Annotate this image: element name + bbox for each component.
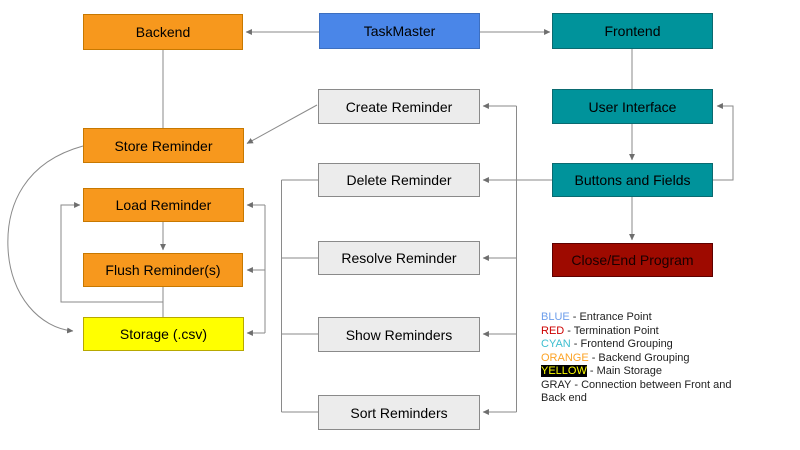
legend-term: BLUE — [541, 311, 570, 323]
node-label: Buttons and Fields — [574, 172, 691, 188]
node-create-reminder: Create Reminder — [318, 89, 480, 124]
connector-create-store — [246, 104, 318, 144]
node-label: Load Reminder — [115, 197, 212, 213]
legend-desc: - Main Storage — [589, 365, 663, 377]
legend-desc: - Entrance Point — [572, 311, 652, 323]
color-legend: BLUE- Entrance Point RED- Termination Po… — [541, 311, 739, 406]
node-show-reminders: Show Reminders — [318, 317, 480, 352]
node-label: Resolve Reminder — [341, 250, 457, 266]
legend-item-red: RED- Termination Point — [541, 325, 739, 339]
legend-item-yellow: YELLOW- Main Storage — [541, 365, 739, 379]
node-user-interface: User Interface — [552, 89, 713, 124]
legend-desc: - Backend Grouping — [591, 351, 690, 364]
legend-desc: - Termination Point — [567, 324, 659, 337]
legend-term: GRAY — [541, 378, 572, 391]
node-close-end-program: Close/End Program — [552, 243, 713, 277]
legend-desc: - Frontend Grouping — [573, 338, 673, 350]
node-store-reminder: Store Reminder — [83, 128, 244, 163]
legend-item-cyan: CYAN- Frontend Grouping — [541, 338, 739, 352]
node-sort-reminders: Sort Reminders — [318, 395, 480, 430]
legend-term: ORANGE — [541, 351, 589, 364]
node-frontend: Frontend — [552, 13, 713, 49]
node-delete-reminder: Delete Reminder — [318, 163, 480, 197]
node-storage-csv: Storage (.csv) — [83, 317, 244, 351]
node-label: TaskMaster — [363, 23, 436, 39]
node-label: Sort Reminders — [350, 404, 448, 421]
node-label: Delete Reminder — [346, 172, 452, 188]
node-label: Backend — [135, 24, 191, 40]
legend-desc: - Connection between Front and Back end — [541, 378, 732, 405]
node-label: Frontend — [604, 23, 661, 39]
node-flush-reminder: Flush Reminder(s) — [83, 253, 243, 287]
connector-store-storage-curve — [7, 145, 84, 334]
node-resolve-reminder: Resolve Reminder — [318, 241, 480, 275]
legend-item-orange: ORANGE- Backend Grouping — [541, 352, 739, 366]
node-label: Store Reminder — [114, 137, 213, 154]
connector-storage-load-route — [60, 202, 163, 303]
legend-term: YELLOW — [541, 365, 587, 377]
node-backend: Backend — [83, 14, 243, 50]
node-label: User Interface — [588, 98, 677, 115]
node-taskmaster: TaskMaster — [319, 13, 480, 49]
node-label: Show Reminders — [345, 326, 453, 343]
node-buttons-and-fields: Buttons and Fields — [552, 163, 713, 197]
node-label: Storage (.csv) — [119, 326, 208, 342]
node-load-reminder: Load Reminder — [83, 188, 244, 222]
connector-buttons-ui-loop — [713, 103, 734, 181]
legend-term: RED — [541, 324, 565, 337]
node-label: Close/End Program — [571, 252, 694, 268]
legend-term: CYAN — [541, 338, 571, 350]
legend-item-blue: BLUE- Entrance Point — [541, 311, 739, 325]
node-label: Create Reminder — [345, 98, 453, 115]
legend-item-gray: GRAY- Connection between Front and Back … — [541, 379, 739, 406]
node-label: Flush Reminder(s) — [105, 262, 221, 278]
